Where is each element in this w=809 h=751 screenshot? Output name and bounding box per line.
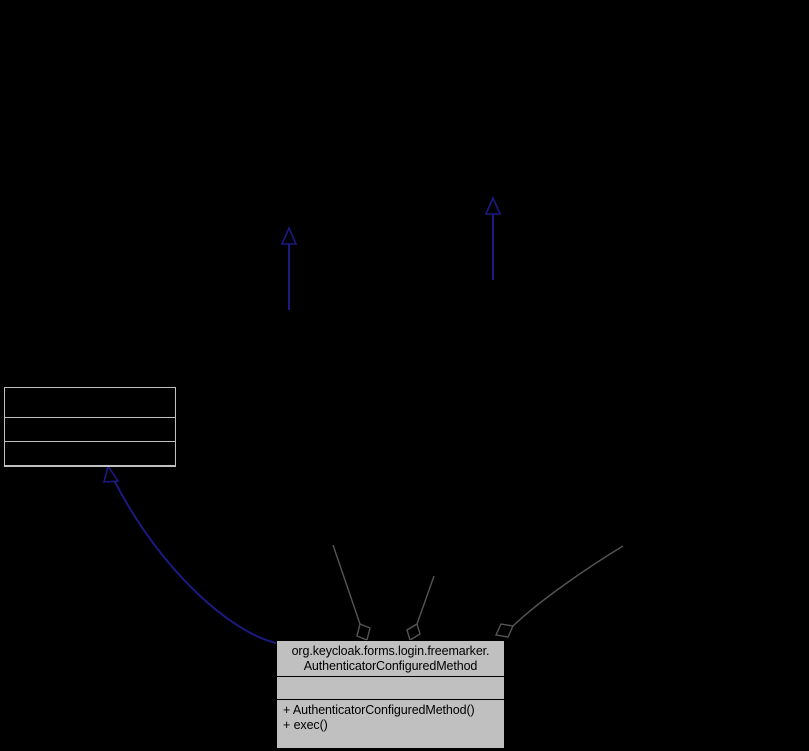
inheritance-arrowhead-left bbox=[102, 464, 120, 483]
aggregation-line-left bbox=[332, 544, 361, 625]
uml-class-unlabeled-attributes bbox=[5, 418, 175, 442]
inheritance-arrowhead-up-left bbox=[280, 226, 298, 245]
uml-class-operations: + AuthenticatorConfiguredMethod() + exec… bbox=[283, 703, 475, 732]
aggregation-curve-right bbox=[512, 545, 624, 627]
inheritance-arrowhead-up-right bbox=[484, 196, 502, 215]
edge-aggregation-middle bbox=[406, 575, 435, 642]
aggregation-diamond-middle bbox=[406, 622, 421, 642]
edge-inheritance-to-unlabeled-class bbox=[102, 464, 277, 644]
uml-class-unlabeled-name bbox=[5, 388, 175, 418]
aggregation-line-middle bbox=[416, 575, 435, 625]
uml-class-unlabeled-operations bbox=[5, 442, 175, 466]
inheritance-curve-left bbox=[113, 479, 277, 644]
edge-aggregation-right bbox=[494, 545, 624, 638]
aggregation-diamond-right bbox=[494, 623, 515, 638]
aggregation-diamond-left bbox=[356, 623, 371, 641]
uml-class-authenticator-configured-method[interactable]: org.keycloak.forms.login.freemarker. Aut… bbox=[276, 640, 505, 749]
uml-class-name: org.keycloak.forms.login.freemarker. Aut… bbox=[277, 641, 504, 677]
edge-aggregation-left bbox=[332, 544, 371, 641]
edge-inheritance-up-left bbox=[280, 226, 298, 310]
uml-class-attributes bbox=[277, 677, 504, 700]
uml-class-unlabeled[interactable] bbox=[4, 387, 176, 467]
edge-inheritance-up-right bbox=[484, 196, 502, 280]
